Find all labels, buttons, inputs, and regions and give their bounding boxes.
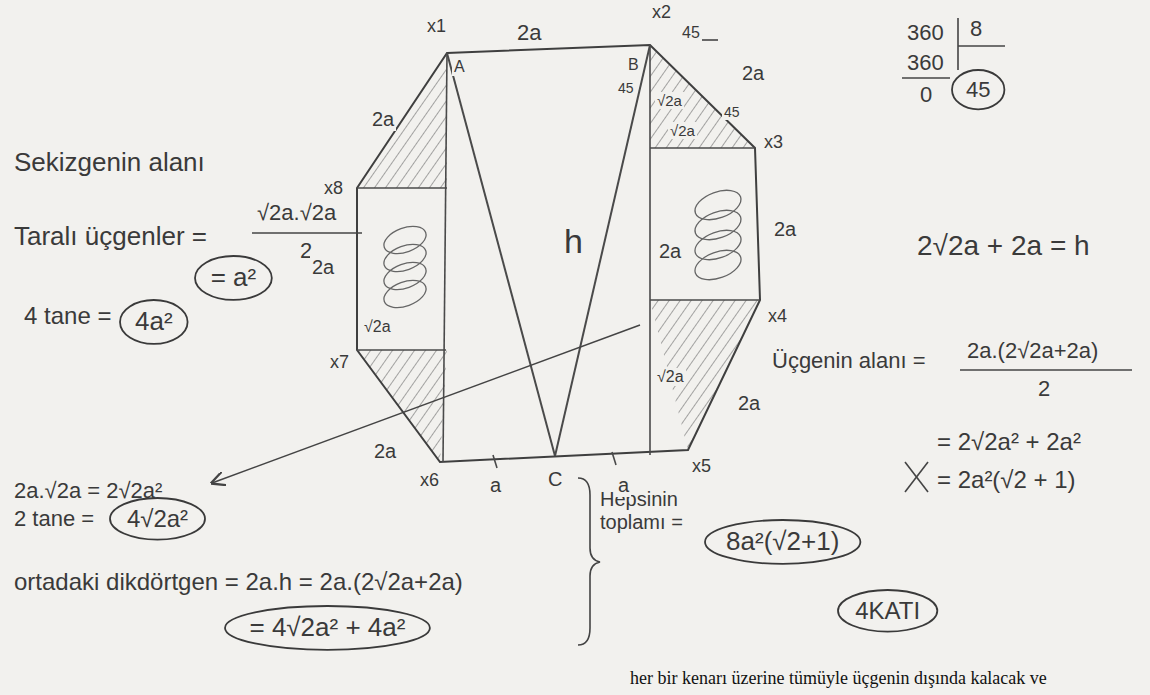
math-marks [252,18,1132,645]
figure-label: √2a [668,122,697,139]
figure-label: 2a [740,62,766,85]
figure-label: 2a [515,20,543,45]
pointer-arrow [212,325,640,483]
circled-text: 4a² [135,307,173,337]
circled-total: 8a²(√2+1) [705,520,860,564]
figure-label: x1 [425,16,448,37]
figure-label: 2a [370,108,396,131]
circled-text: 4KATI [855,597,920,625]
circled-text: = a² [211,263,257,293]
figure-label: 2a [310,256,336,279]
octagon-outline [357,45,760,462]
figure-label: x5 [690,456,713,477]
horizontal-line [357,349,446,351]
circle-outline [705,520,860,564]
formula-text: 4 tane = [22,302,113,330]
figure-label: C [546,468,564,491]
figure-label: 2a [772,218,798,241]
circled-text: 45 [966,77,990,102]
circle-outline [225,606,430,650]
formula-text: Hepsinin toplamı = [598,488,700,534]
tick-mark [493,455,497,468]
figure-label: x4 [766,306,789,327]
figure-label: a [616,474,631,497]
vertical-line [443,53,447,462]
figure-label: 45 [722,104,742,120]
figure-label: √2a [362,318,393,336]
formula-text: 2√2a + 2a = h [915,230,1092,262]
heading-text: Sekizgenin alanı [12,148,207,178]
circled-answer: 4KATI [838,590,937,632]
scribble-loops [380,185,745,313]
circled-result: = 4√2a² + 4a² [225,606,430,650]
hatched-triangles [357,45,760,462]
circled-result: 4a² [120,300,188,344]
horizontal-line [650,147,755,149]
formula-text: = 2a²(√2 + 1) [935,466,1078,494]
formula-text: 360 [905,50,946,75]
circle-outline [110,498,205,540]
cross-mark [905,462,928,492]
figure-label: 2a [372,440,398,463]
figure-label: x6 [418,470,441,491]
circle-outline [120,300,188,344]
circled-text: 4√2a² [127,505,188,533]
figure-label: √2a [655,92,684,109]
circled-text: = 4√2a² + 4a² [249,613,405,643]
circled-result: 4√2a² [110,498,205,540]
cross-mark [905,462,928,492]
formula-text: 2 tane = [12,506,96,531]
division-bar [957,18,959,70]
formula-text: ortadaki dikdörtgen = 2a.h = 2a.(2√2a+2a… [12,568,465,596]
circle-outline [195,256,272,300]
fraction-bar [252,232,362,234]
formula-text: 360 [905,20,946,45]
circle-outline [952,70,1004,109]
division-bar [958,45,1005,47]
figure-label: 2a [657,240,683,263]
formula-text: 0 [918,82,934,107]
figure-label: A [452,58,467,76]
printed-text: her bir kenarı üzerine tümüyle üçgenin d… [628,668,1049,689]
formula-text: Taralı üçgenler = [12,222,209,252]
tick-mark [612,452,616,465]
fraction-bar [960,369,1132,371]
formula-text: 8 [968,16,984,41]
horizontal-line [650,299,760,301]
figure-label: h [562,222,585,261]
triangle-side [555,45,650,456]
formula-text: 2 [1036,376,1052,401]
figure-label: x2 [650,2,673,23]
circled-quotient: 45 [952,70,1004,109]
circled-text: 8a²(√2+1) [726,527,839,557]
vertical-line [649,45,651,455]
figure-label: x7 [328,352,351,373]
hatched-triangle [650,300,760,450]
figure-label: x8 [322,178,345,199]
figure-label: 45 [616,80,636,96]
figure-label: 2a [736,392,762,415]
figure-label: B [626,56,641,74]
division-bar [902,77,950,79]
horizontal-line [357,187,447,189]
formula-text: 2a.(2√2a+2a) [965,338,1100,363]
formula-text: = 2√2a² + 2a² [935,428,1083,456]
construction-lines [357,45,760,468]
dash-mark [700,39,718,41]
circle-outline [838,590,937,632]
brace [578,478,600,645]
figure-label: a [488,474,503,497]
circled-result: = a² [195,256,272,300]
formula-text: Üçgenin alanı = [770,348,928,373]
fraction-numerator: √2a.√2a [255,200,338,225]
figure-label: 45 [680,24,702,42]
triangle-side [447,53,555,456]
figure-label: x3 [762,132,785,153]
figure-label: √2a [655,368,686,386]
